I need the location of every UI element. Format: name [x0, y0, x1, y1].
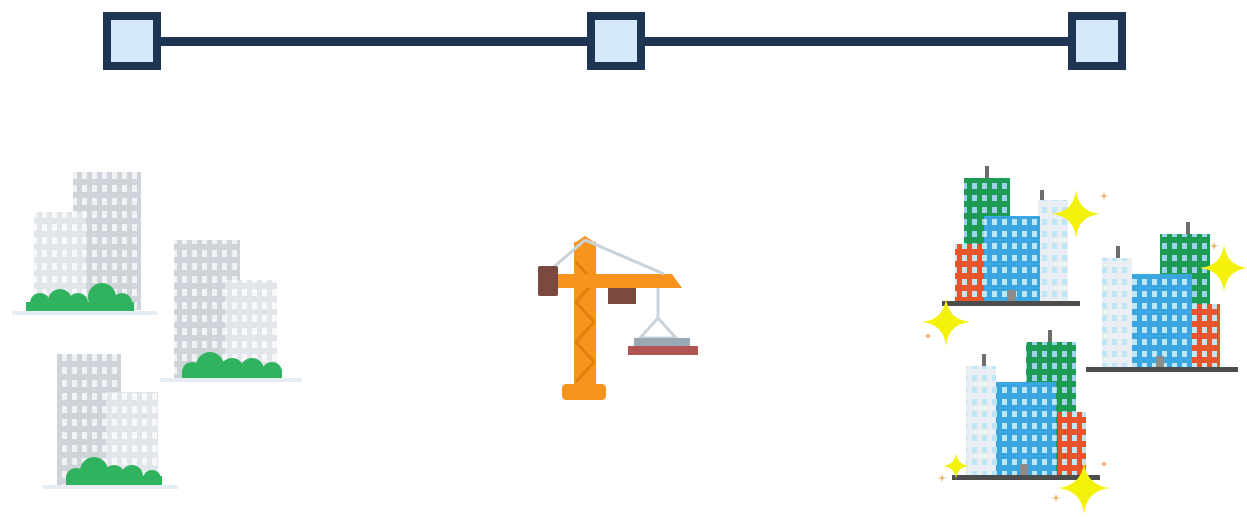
new-building-cluster	[942, 166, 1080, 306]
colorful-new-buildings-icon	[922, 166, 1247, 514]
old-building-group	[160, 240, 302, 382]
timeline	[107, 16, 1122, 66]
old-building-group	[42, 354, 178, 489]
timeline-node-1	[107, 16, 157, 66]
gray-old-buildings-icon	[12, 172, 302, 489]
old-building-group	[12, 172, 158, 315]
timeline-node-2	[591, 16, 641, 66]
new-building-cluster	[1086, 222, 1238, 372]
timeline-node-3	[1072, 16, 1122, 66]
construction-crane-icon	[538, 236, 698, 400]
new-building-cluster	[952, 330, 1100, 480]
